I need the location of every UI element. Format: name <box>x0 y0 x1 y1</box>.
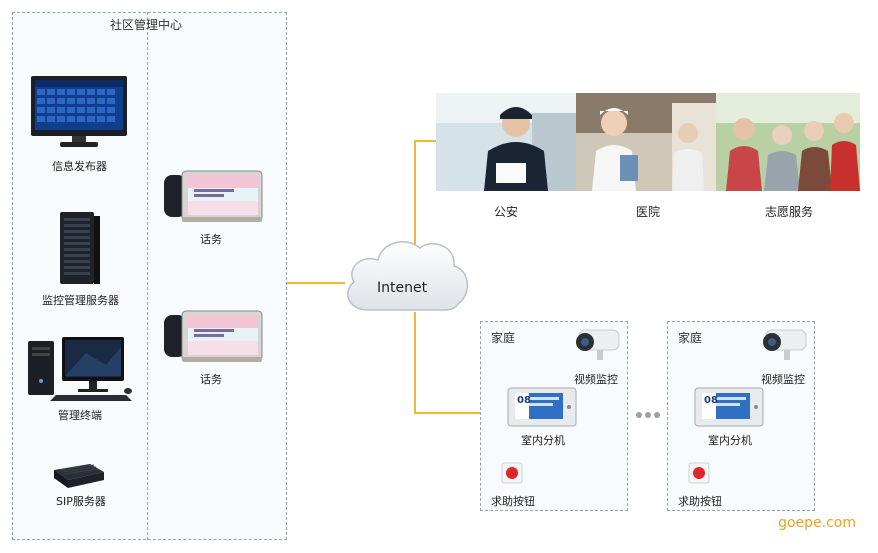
phone-terminal-icon <box>164 170 263 222</box>
help-button-icon <box>688 462 710 484</box>
phone-label: 话务 <box>200 233 222 246</box>
phone-label: 话务 <box>200 373 222 386</box>
help-button-icon <box>501 462 523 484</box>
indoor-unit-icon <box>507 387 577 427</box>
pc-terminal-icon <box>28 337 132 401</box>
help-button-label: 求助按钮 <box>491 495 535 508</box>
server-tower-icon <box>60 212 100 284</box>
indoor-unit-label: 室内分机 <box>708 434 752 447</box>
volunteer-photo <box>716 93 860 191</box>
cloud-icon <box>347 241 468 311</box>
indoor-unit-number: 08 <box>517 395 531 406</box>
indoor-unit-icon <box>694 387 764 427</box>
watermark: goepe.com <box>778 515 856 531</box>
panel-divider <box>147 12 148 540</box>
info-display-icon <box>31 76 127 147</box>
home-title: 家庭 <box>491 331 516 345</box>
camera-label: 视频监控 <box>761 373 805 386</box>
connector-services <box>414 140 436 142</box>
connector-center-cloud <box>287 282 345 284</box>
indoor-unit-label: 室内分机 <box>521 434 565 447</box>
service-label-police: 公安 <box>494 205 519 219</box>
hospital-photo <box>576 93 716 191</box>
indoor-unit-number: 08 <box>704 395 718 406</box>
camera-label: 视频监控 <box>574 373 618 386</box>
ellipsis-icon <box>636 412 660 418</box>
service-label-volunteer: 志愿服务 <box>765 205 814 219</box>
sip-server-label: SIP服务器 <box>56 495 106 508</box>
connector-home <box>414 412 480 414</box>
connector-cloud-home <box>414 312 416 413</box>
panel-title: 社区管理中心 <box>110 18 183 32</box>
terminal-label: 管理终端 <box>58 409 102 422</box>
info-display-label: 信息发布器 <box>52 160 107 173</box>
sip-server-icon <box>54 464 104 488</box>
service-label-hospital: 医院 <box>636 205 661 219</box>
phone-terminal-icon <box>164 310 263 362</box>
home-title: 家庭 <box>678 331 703 345</box>
connector-cloud-services <box>414 140 416 250</box>
monitor-server-label: 监控管理服务器 <box>42 294 119 307</box>
cloud-label: Intenet <box>377 280 428 296</box>
police-photo <box>436 93 576 191</box>
camera-icon <box>576 329 620 360</box>
help-button-label: 求助按钮 <box>678 495 722 508</box>
camera-icon <box>763 329 807 360</box>
